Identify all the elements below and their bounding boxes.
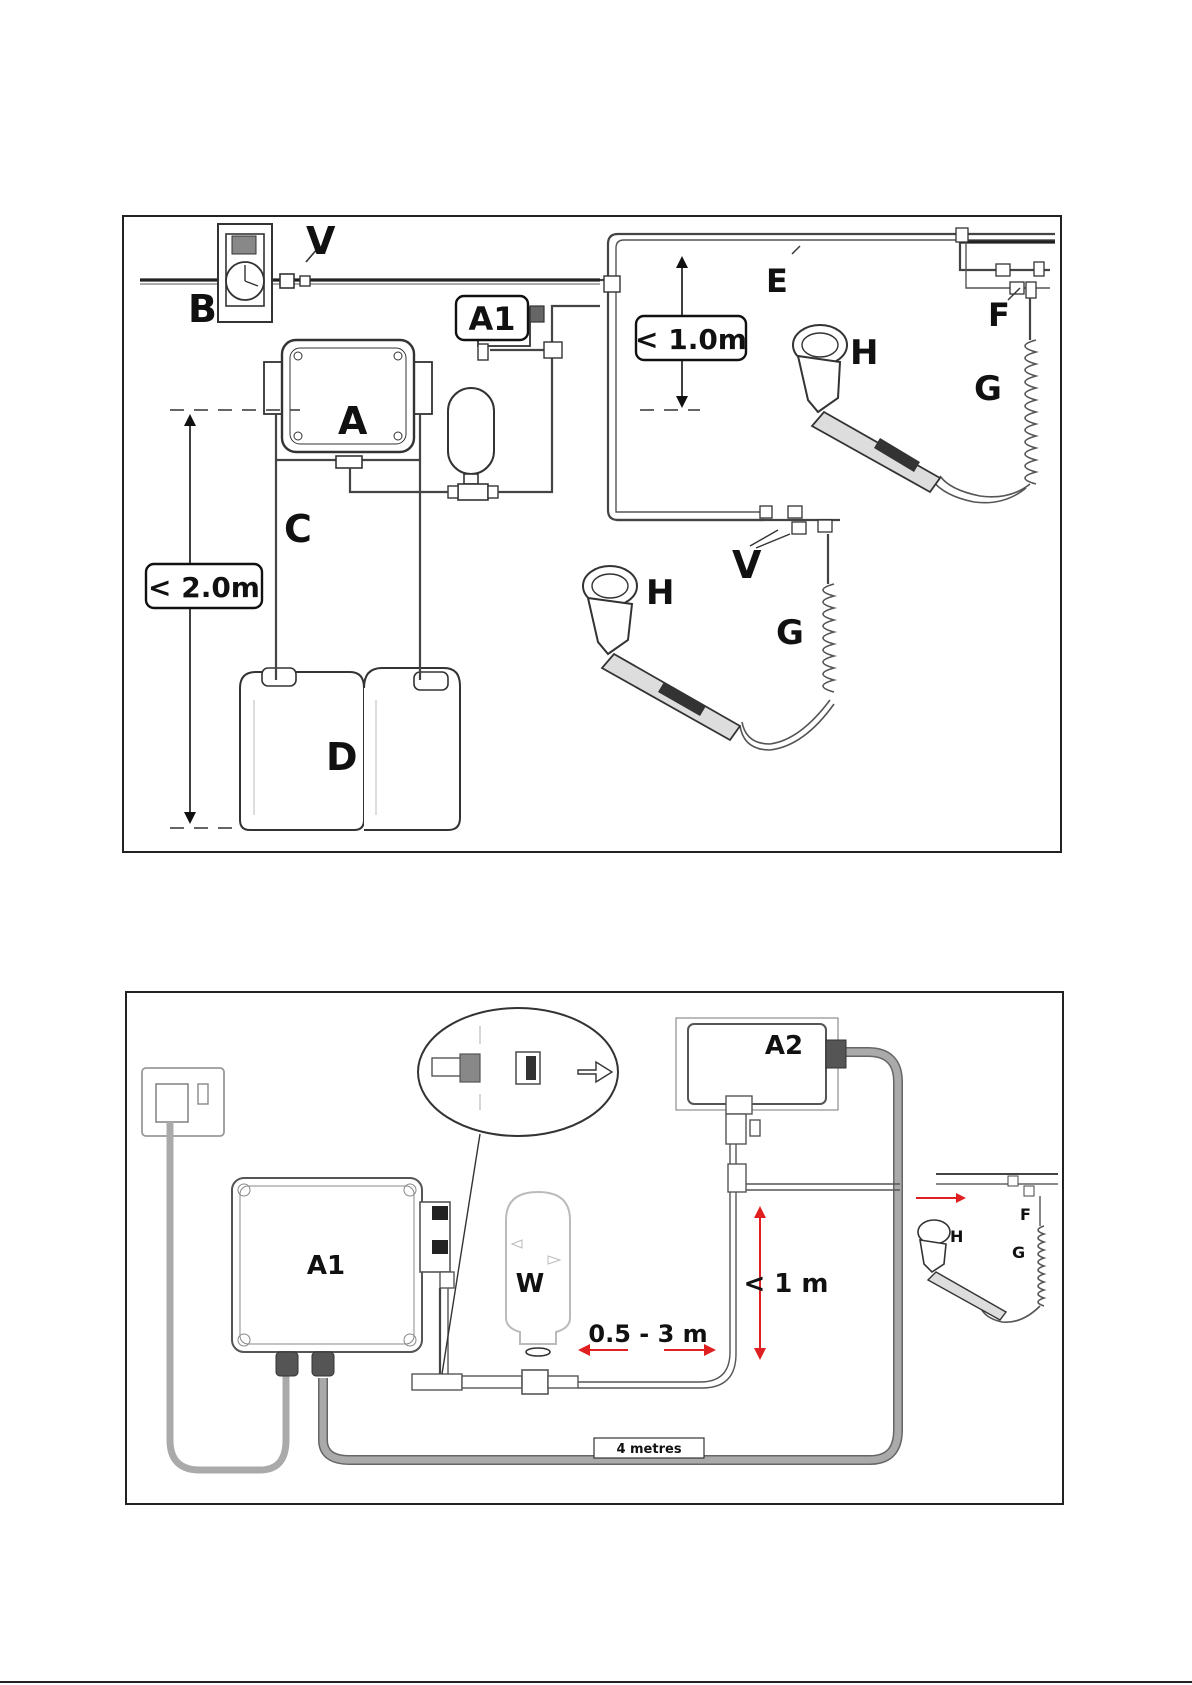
vertical-limit-label: < 1.0m	[635, 323, 747, 356]
label-cable-length: 4 metres	[616, 1442, 681, 1457]
label-f-d2: F	[1020, 1205, 1031, 1224]
dimension-vertical: < 1.0m	[635, 256, 747, 408]
label-g-bottom: G	[776, 613, 804, 653]
label-a1: A1	[468, 300, 515, 338]
label-b: B	[188, 287, 217, 331]
height-limit-label: < 2.0m	[148, 571, 260, 604]
label-w: W	[516, 1269, 545, 1299]
wall-socket	[142, 1068, 224, 1136]
label-a2: A2	[765, 1031, 803, 1061]
label-g-d2: G	[1012, 1243, 1025, 1262]
label-c: C	[284, 507, 312, 551]
diagram-2: A1 A2 W H F G < 1 m 0.5 - 3 m 4 metres	[126, 992, 1063, 1504]
inset-distribution	[918, 1174, 1058, 1322]
accumulator-vessel	[448, 388, 498, 500]
cable-glands	[276, 1352, 334, 1376]
label-vertical-1m: < 1 m	[743, 1269, 828, 1299]
flow-arrow-red	[916, 1193, 966, 1203]
label-a: A	[338, 399, 368, 443]
label-h-d2: H	[950, 1227, 963, 1246]
label-a1-d2: A1	[307, 1251, 345, 1281]
label-d: D	[326, 735, 358, 779]
label-horizontal-range: 0.5 - 3 m	[588, 1320, 707, 1348]
label-h-bottom: H	[646, 573, 674, 613]
label-e: E	[766, 262, 788, 300]
a2-unit	[676, 1018, 846, 1192]
label-f: F	[988, 296, 1010, 334]
label-g-top: G	[974, 369, 1002, 409]
main-supply-pipe	[140, 280, 600, 284]
controller-b	[218, 224, 272, 322]
diagram-1: < 2.0m < 1.0m	[123, 216, 1061, 852]
label-h-top: H	[850, 333, 878, 373]
label-v-bottom: V	[732, 543, 762, 587]
label-v-top: V	[306, 219, 336, 263]
